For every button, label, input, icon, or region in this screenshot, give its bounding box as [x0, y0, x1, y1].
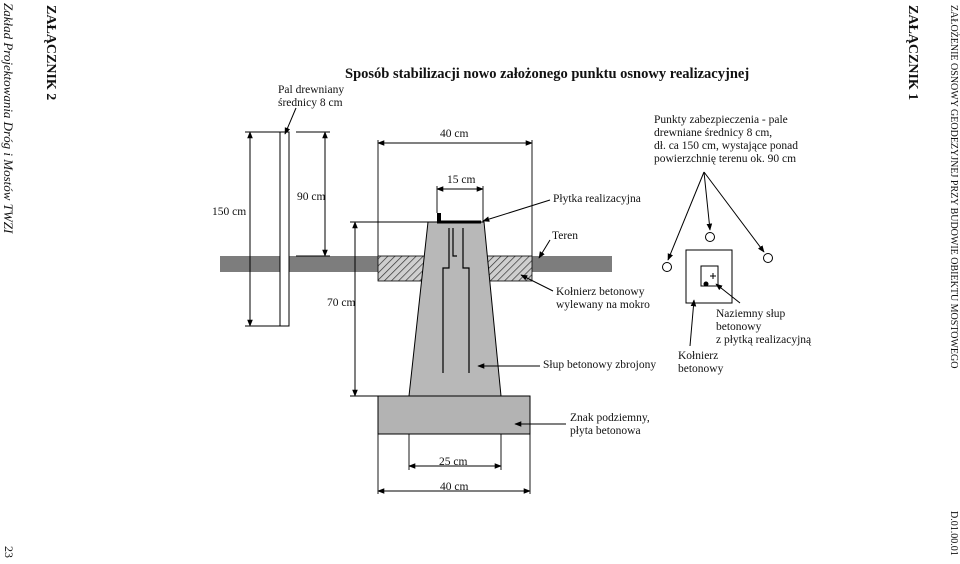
plan-plate-point — [703, 281, 709, 287]
plan-view — [662, 171, 773, 347]
label-dim-40-top: 40 cm — [440, 128, 469, 140]
protection-post-right — [763, 253, 773, 263]
label-plytka: Płytka realizacyjna — [553, 193, 641, 205]
label-dim-90: 90 cm — [297, 191, 326, 203]
leader-naziemny — [715, 283, 741, 304]
label-dim-15: 15 cm — [447, 174, 476, 186]
label-teren: Teren — [552, 230, 579, 242]
wooden-pile — [279, 131, 290, 327]
label-kolnierz-line2: wylewany na mokro — [556, 299, 650, 311]
label-punkty-line3: dł. ca 150 cm, wystające ponad — [654, 140, 799, 152]
label-dim-150: 150 cm — [212, 206, 247, 218]
plan-pillar — [700, 265, 719, 287]
label-dim-70: 70 cm — [327, 297, 356, 309]
label-znak-line1: Znak podziemny, — [570, 412, 650, 424]
protection-post-top — [705, 232, 715, 242]
label-kolnierz2-line1: Kołnierz — [678, 350, 719, 362]
label-znak-line2: płyta betonowa — [570, 425, 641, 437]
leader-kolnierz2 — [689, 299, 697, 347]
label-pal-line2: średnicy 8 cm — [278, 97, 343, 109]
label-punkty-line1: Punkty zabezpieczenia - pale — [654, 114, 788, 126]
label-naziemny-line3: z płytką realizacyjną — [716, 334, 812, 346]
label-pal-line1: Pal drewniany — [278, 84, 345, 96]
reinforcement-bars — [442, 228, 470, 373]
label-dim-25: 25 cm — [439, 456, 468, 468]
label-dim-40-bottom: 40 cm — [440, 481, 469, 493]
diagram-title: Sposób stabilizacji nowo założonego punk… — [345, 66, 750, 82]
label-kolnierz2-line2: betonowy — [678, 363, 724, 375]
label-kolnierz-line1: Kołnierz betonowy — [556, 286, 645, 298]
leader-teren — [538, 239, 551, 259]
leader-plytka — [482, 199, 551, 222]
protection-post-left — [662, 262, 672, 272]
concrete-pillar — [408, 221, 502, 397]
label-naziemny-line1: Naziemny słup — [716, 308, 786, 320]
leader-pal — [284, 107, 297, 135]
label-punkty-line2: drewniane średnicy 8 cm, — [654, 127, 773, 139]
leader-kolnierz — [520, 274, 554, 292]
underground-slab — [377, 395, 531, 435]
label-punkty-line4: powierzchnię terenu ok. 90 cm — [654, 153, 797, 165]
label-naziemny-line2: betonowy — [716, 321, 762, 333]
plate-marker — [437, 213, 441, 222]
label-slup: Słup betonowy zbrojony — [543, 359, 657, 371]
